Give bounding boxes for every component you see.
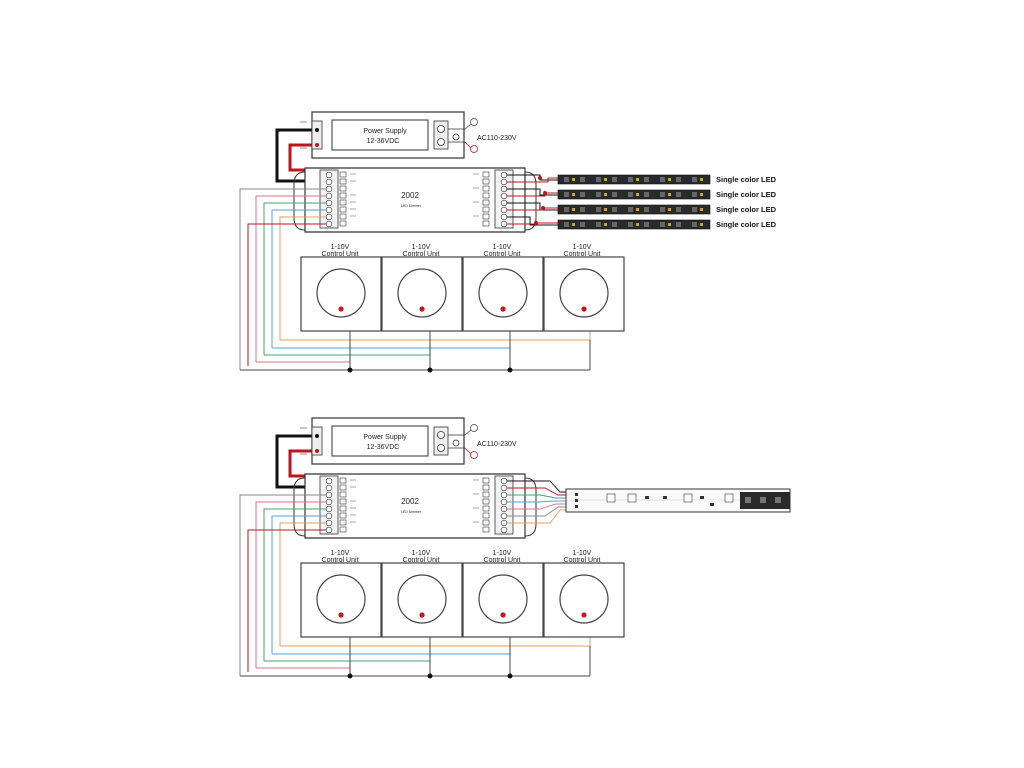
cu4-line1: 1-10V xyxy=(573,244,592,251)
dimmer-knob-4 xyxy=(543,256,625,332)
cu2-line2: Control Unit xyxy=(403,251,440,258)
cu6-line2: Control Unit xyxy=(403,557,440,564)
cu2-line1: 1-10V xyxy=(412,244,431,251)
strip-output-wires xyxy=(507,480,566,524)
led-strip-4 xyxy=(557,219,711,230)
dimmer-knob-3 xyxy=(462,256,544,332)
dimmer-signal-wires-2 xyxy=(240,636,591,677)
cu5-line1: 1-10V xyxy=(331,550,350,557)
dimmer-knob-2 xyxy=(381,256,463,332)
led-strip-1 xyxy=(557,174,711,185)
led-label-4: Single color LED xyxy=(716,220,777,229)
cu1-line2: Control Unit xyxy=(322,251,359,258)
psu-title-2: Power Supply xyxy=(363,434,407,441)
cu6-line1: 1-10V xyxy=(412,550,431,557)
led-strip-long xyxy=(565,488,791,513)
controller-model-2: 2002 xyxy=(401,497,419,506)
dimmer-knob-8 xyxy=(543,562,625,638)
cu3-line1: 1-10V xyxy=(493,244,512,251)
dimmer-knob-1 xyxy=(300,256,382,332)
psu-ac-input: AC110-230V xyxy=(477,135,517,142)
dimmer-knob-5 xyxy=(300,562,382,638)
psu-voltage-2: 12-36VDC xyxy=(367,444,400,451)
controller-model: 2002 xyxy=(401,191,419,200)
cu4-line2: Control Unit xyxy=(564,251,601,258)
cu7-line1: 1-10V xyxy=(493,550,512,557)
led-strip-3 xyxy=(557,204,711,215)
cu5-line2: Control Unit xyxy=(322,557,359,564)
cu8-line2: Control Unit xyxy=(564,557,601,564)
cu1-line1: 1-10V xyxy=(331,244,350,251)
top-diagram: Power Supply 12-36VDC AC110-230V 2002 LE… xyxy=(239,110,777,373)
led-strip-2 xyxy=(557,189,711,200)
cu8-line1: 1-10V xyxy=(573,550,592,557)
controller-subtitle-2: LED Dimmer xyxy=(401,510,422,514)
led-label-3: Single color LED xyxy=(716,205,777,214)
psu-title: Power Supply xyxy=(363,128,407,135)
dimmer-knob-7 xyxy=(462,562,544,638)
bottom-diagram: Power Supply 12-36VDC AC110-230V 2002 LE… xyxy=(239,416,791,679)
dimmer-knob-6 xyxy=(381,562,463,638)
psu-voltage: 12-36VDC xyxy=(367,138,400,145)
psu-ac-input-2: AC110-230V xyxy=(477,441,517,448)
cu3-line2: Control Unit xyxy=(484,251,521,258)
dimmer-signal-wires xyxy=(240,330,591,371)
led-label-1: Single color LED xyxy=(716,175,777,184)
cu7-line2: Control Unit xyxy=(484,557,521,564)
controller-subtitle: LED Dimmer xyxy=(401,204,422,208)
led-label-2: Single color LED xyxy=(716,190,777,199)
